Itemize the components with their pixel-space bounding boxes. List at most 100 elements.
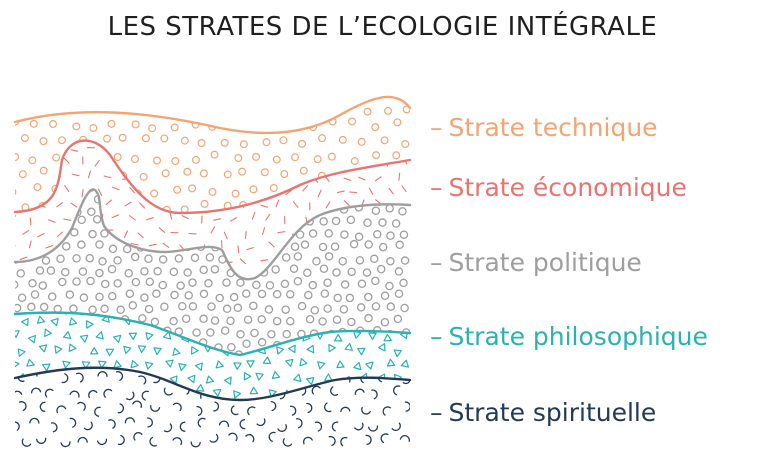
texture-arc <box>69 390 80 398</box>
texture-dash <box>155 147 163 154</box>
texture-arc <box>393 385 401 396</box>
texture-circle <box>150 189 159 198</box>
texture-triangle <box>130 360 139 369</box>
texture-dash <box>336 190 345 194</box>
texture-arc <box>375 357 382 365</box>
texture-dash <box>103 175 112 179</box>
texture-circle <box>29 87 36 94</box>
texture-circle <box>160 134 169 143</box>
legend-strate-philosophique: –Strate philosophique <box>430 324 708 349</box>
texture-dash <box>265 159 273 165</box>
texture-arc <box>138 375 147 385</box>
texture-dash <box>215 161 221 169</box>
texture-circle <box>116 305 125 315</box>
texture-dash <box>22 230 30 235</box>
texture-dash <box>64 185 70 192</box>
texture-circle <box>158 255 168 264</box>
texture-circle <box>138 314 147 323</box>
texture-circle <box>370 254 379 264</box>
texture-circle <box>383 106 392 115</box>
texture-circle <box>391 219 401 228</box>
texture-dash <box>292 201 299 208</box>
texture-triangle <box>196 384 205 392</box>
texture-circle <box>279 136 288 145</box>
texture-dash <box>301 160 305 169</box>
texture-circle <box>256 240 266 249</box>
texture-triangle <box>145 361 154 370</box>
texture-triangle <box>178 363 187 372</box>
texture-triangle <box>41 363 51 372</box>
texture-arc <box>245 433 255 443</box>
texture-circle <box>161 169 170 178</box>
texture-circle <box>30 290 40 299</box>
texture-triangle <box>172 347 181 356</box>
texture-dash <box>87 170 92 179</box>
texture-circle <box>267 329 276 339</box>
texture-circle <box>15 303 22 313</box>
diagram-title: LES STRATES DE L’ECOLOGIE INTÉGRALE <box>107 12 658 42</box>
texture-arc <box>354 422 364 431</box>
texture-triangle <box>137 345 147 353</box>
texture-arc <box>331 421 339 432</box>
texture-circle <box>380 136 389 145</box>
texture-arc <box>30 387 42 394</box>
texture-triangle <box>62 331 72 339</box>
texture-circle <box>386 302 396 311</box>
texture-arc <box>163 423 173 433</box>
texture-triangle <box>306 344 315 354</box>
texture-triangle <box>187 374 196 384</box>
texture-circle <box>257 315 266 324</box>
texture-dash <box>121 144 124 153</box>
texture-circle <box>227 240 236 249</box>
texture-circle <box>115 207 125 216</box>
texture-dash <box>213 218 222 221</box>
texture-circle <box>312 354 322 355</box>
texture-triangle <box>347 312 357 314</box>
texture-circle <box>152 87 159 94</box>
texture-arc <box>163 387 173 396</box>
texture-dash <box>63 157 70 164</box>
texture-triangle <box>54 345 63 354</box>
texture-circle <box>169 267 179 277</box>
texture-triangle <box>246 360 255 368</box>
texture-dash <box>81 189 84 198</box>
texture-circle <box>152 289 161 298</box>
texture-dash <box>128 215 136 221</box>
texture-triangle <box>233 390 242 399</box>
texture-circle <box>200 199 209 208</box>
texture-circle <box>39 302 49 312</box>
texture-circle <box>318 242 328 252</box>
texture-circle <box>122 244 132 254</box>
texture-triangle <box>26 358 35 367</box>
texture-circle <box>376 264 386 274</box>
texture-circle <box>223 181 230 188</box>
texture-circle <box>400 256 410 265</box>
texture-circle <box>173 86 180 93</box>
texture-circle <box>313 155 322 164</box>
texture-circle <box>386 256 395 266</box>
texture-arc <box>391 422 401 432</box>
texture-dash <box>146 217 154 221</box>
texture-circle <box>160 101 169 110</box>
texture-dash <box>343 177 352 181</box>
texture-arc <box>196 405 203 417</box>
texture-circle <box>380 291 390 300</box>
texture-circle <box>401 140 410 149</box>
texture-arc <box>382 406 391 416</box>
texture-circle <box>16 269 25 278</box>
texture-arc <box>328 435 336 447</box>
texture-circle <box>328 96 337 100</box>
texture-triangle <box>344 342 353 351</box>
texture-dash <box>394 234 403 237</box>
texture-dash <box>275 199 280 208</box>
texture-dash <box>237 245 240 254</box>
texture-circle <box>176 353 185 355</box>
texture-dash <box>317 189 322 198</box>
texture-circle <box>329 186 338 195</box>
texture-circle <box>199 169 208 178</box>
texture-dash <box>386 213 393 220</box>
texture-circle <box>385 281 394 291</box>
texture-triangle <box>357 347 366 356</box>
texture-dash <box>302 185 309 192</box>
texture-circle <box>28 279 37 288</box>
